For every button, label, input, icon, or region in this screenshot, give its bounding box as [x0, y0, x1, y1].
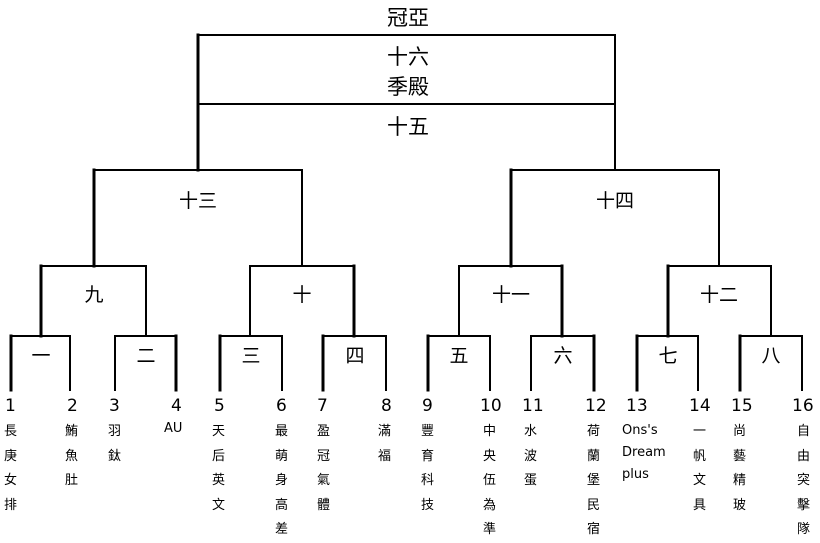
seed-number: 15 [731, 396, 753, 416]
seed-number: 10 [480, 396, 502, 416]
match-5-label: 五 [449, 345, 468, 367]
team-name: 一帆文具 [693, 424, 707, 513]
match-2-label: 二 [136, 345, 155, 367]
seed-number: 5 [214, 396, 225, 416]
match-9-label: 九 [84, 284, 103, 306]
team-name: 盈冠氣體 [317, 424, 331, 513]
seed-number: 13 [626, 396, 648, 416]
seed-number: 11 [522, 396, 544, 416]
seed-number: 1 [5, 396, 16, 416]
team-name: 荷蘭堡民宿 [587, 424, 601, 537]
team-name: 豐育科技 [421, 424, 435, 513]
semifinal-label: 十五 [387, 115, 429, 139]
team-name: 羽鈦 [108, 424, 122, 464]
team-name: Ons's Dream plus [622, 423, 666, 482]
match-8-label: 八 [761, 345, 780, 367]
team-name: 最萌身高差 [275, 424, 289, 537]
seed-number: 16 [792, 396, 814, 416]
match-3-label: 三 [241, 345, 260, 367]
team-name: 滿福 [378, 424, 392, 464]
match-12-label: 十二 [700, 284, 738, 306]
seed-number: 6 [276, 396, 287, 416]
seed-number: 14 [689, 396, 711, 416]
match-4-label: 四 [345, 345, 364, 367]
match-1-label: 一 [31, 345, 50, 367]
seed-number: 3 [109, 396, 120, 416]
third-place-label: 季殿 [387, 75, 429, 99]
match-14-bracket [510, 169, 720, 267]
match-13-label: 十三 [179, 190, 217, 212]
round-2-lines [39, 264, 772, 338]
match-11-label: 十一 [492, 284, 530, 306]
match-14-label: 十四 [596, 190, 634, 212]
team-name: 水波蛋 [524, 424, 538, 488]
seed-number: 7 [317, 396, 328, 416]
team-name: 天后英文 [212, 424, 226, 513]
seed-number: 4 [171, 396, 182, 416]
runner-up-label: 冠亞 [387, 6, 429, 30]
match-10-label: 十 [292, 284, 311, 306]
final-lines [196, 33, 616, 172]
seed-number: 2 [67, 396, 78, 416]
match-6-label: 六 [553, 345, 572, 367]
match-7-label: 七 [658, 345, 677, 367]
seed-number: 9 [422, 396, 433, 416]
team-name: 長庚女排 [4, 424, 18, 513]
team-name: 自由突擊隊 [797, 424, 811, 537]
seed-number: 12 [585, 396, 607, 416]
team-name: 鮪魚肚 [65, 424, 79, 488]
final-label: 十六 [387, 45, 429, 69]
round-3-lines [92, 168, 720, 268]
round-1-lines [9, 334, 803, 392]
match-13-bracket [93, 169, 303, 267]
team-name: 中央伍為準 [483, 424, 497, 537]
seed-number: 8 [381, 396, 392, 416]
team-name: AU [164, 421, 183, 436]
team-name: 尚藝精玻 [733, 424, 747, 513]
